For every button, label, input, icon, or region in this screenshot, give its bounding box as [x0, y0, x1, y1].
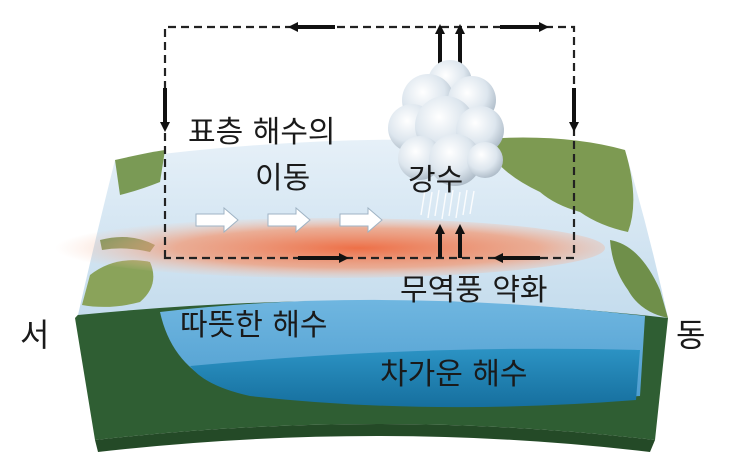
circulation-loop: [163, 25, 576, 260]
white-right-arrow-icon: [195, 206, 239, 234]
label-west: 서: [20, 316, 49, 354]
white-right-arrow-icon: [339, 206, 383, 234]
label-trade-wind: 무역풍 약화: [400, 273, 548, 308]
label-warm-water: 따뜻한 해수: [180, 308, 328, 343]
white-right-arrow-icon: [267, 206, 311, 234]
asia-land: [115, 150, 165, 195]
label-east: 동: [676, 316, 705, 354]
australia-land: [82, 260, 154, 307]
label-surface-current: 표층 해수의: [188, 115, 336, 150]
south-america-land: [610, 240, 668, 318]
warm-surface-band: [55, 218, 605, 278]
america-land: [470, 137, 634, 232]
label-precipitation: 강수: [408, 163, 463, 198]
cold-water-layer: [190, 348, 640, 408]
cumulonimbus-cloud-icon: [388, 60, 504, 186]
seabed-shade: [95, 424, 655, 452]
label-surface-current-2: 이동: [255, 161, 310, 196]
rain-streaks-icon: [420, 189, 475, 220]
label-cold-water: 차가운 해수: [380, 357, 528, 392]
